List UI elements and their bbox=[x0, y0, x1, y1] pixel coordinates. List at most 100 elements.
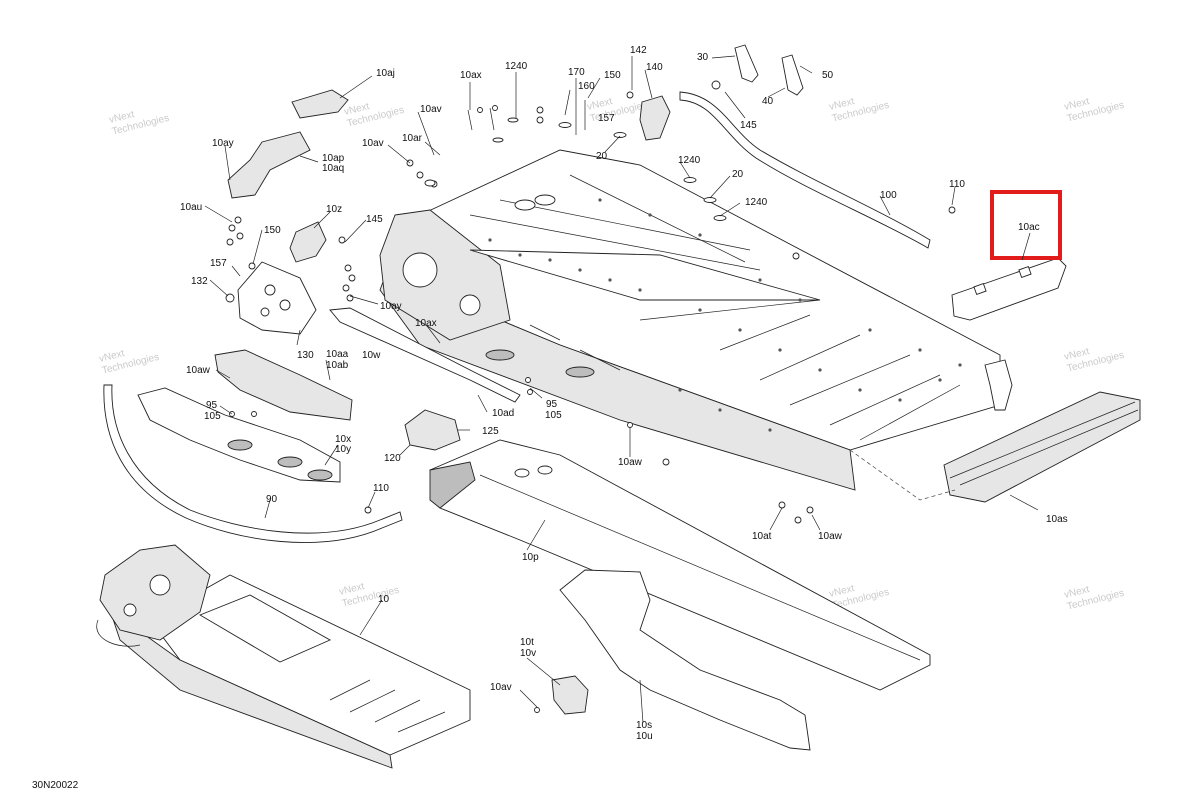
callout-10ad: 10ad bbox=[492, 408, 514, 419]
callout-10ay: 10ay bbox=[212, 138, 234, 149]
callout-10t: 10t bbox=[520, 637, 534, 648]
rear-bracket bbox=[984, 359, 1013, 411]
callout-10v: 10v bbox=[520, 648, 536, 659]
assembly-panel bbox=[198, 594, 332, 663]
callout-150: 150 bbox=[604, 70, 621, 81]
bracket-10t bbox=[551, 675, 589, 715]
drawing-number: 30N20022 bbox=[32, 780, 79, 791]
link-30 bbox=[734, 44, 759, 83]
watermark: vNext Technologies bbox=[338, 581, 400, 610]
plate-10p bbox=[429, 439, 931, 691]
tunnel-panel bbox=[469, 249, 821, 301]
highlight-label-10ac: 10ac bbox=[1018, 222, 1040, 233]
callout-160: 160 bbox=[578, 81, 595, 92]
callout-10ab: 10ab bbox=[326, 360, 349, 371]
watermark: vNext Technologies bbox=[828, 96, 890, 125]
watermark: vNext Technologies bbox=[1063, 96, 1125, 125]
link-40 bbox=[781, 54, 804, 96]
callout-95: 95 bbox=[546, 399, 558, 410]
callout-10s: 10s bbox=[636, 720, 652, 731]
callout-50: 50 bbox=[822, 70, 834, 81]
rear-skid-plate bbox=[429, 439, 931, 691]
callout-labels: 10aj 10ax 1240 170 150 160 142 140 157 3… bbox=[180, 45, 1068, 742]
callout-105: 105 bbox=[545, 410, 562, 421]
watermark: vNext Technologies bbox=[586, 96, 648, 125]
callout-10av: 10av bbox=[420, 104, 442, 115]
callout-140: 140 bbox=[646, 62, 663, 73]
watermark: vNext Technologies bbox=[98, 348, 160, 377]
callout-10z: 10z bbox=[326, 204, 342, 215]
callout-10aw: 10aw bbox=[186, 365, 211, 376]
callout-20: 20 bbox=[732, 169, 744, 180]
bracket-10aj bbox=[291, 89, 349, 119]
callout-10at: 10at bbox=[752, 531, 772, 542]
callout-145: 145 bbox=[740, 120, 757, 131]
watermark: vNext Technologies bbox=[1063, 346, 1125, 375]
bracket-10ap bbox=[227, 131, 311, 199]
callout-110: 110 bbox=[373, 483, 389, 494]
bracket-10s bbox=[559, 569, 811, 751]
callout-10u: 10u bbox=[636, 731, 653, 742]
callout-10av: 10av bbox=[490, 682, 512, 693]
rail-10as bbox=[943, 391, 1141, 503]
callout-170: 170 bbox=[568, 67, 585, 78]
callout-130: 130 bbox=[297, 350, 314, 361]
watermark: vNext Technologies bbox=[108, 109, 170, 138]
lower-frame-bracket bbox=[551, 569, 811, 751]
rivet-holes bbox=[488, 198, 962, 432]
callout-10y: 10y bbox=[335, 444, 351, 455]
bracket-140 bbox=[639, 95, 671, 141]
callout-10as: 10as bbox=[1046, 514, 1068, 525]
bracket-130 bbox=[237, 261, 317, 335]
callout-150: 150 bbox=[264, 225, 281, 236]
rail-10w bbox=[329, 307, 521, 403]
callout-10aj: 10aj bbox=[376, 68, 395, 79]
callout-90: 90 bbox=[266, 494, 278, 505]
callout-100: 100 bbox=[880, 190, 897, 201]
callout-105: 105 bbox=[204, 411, 221, 422]
top-hardware bbox=[424, 44, 804, 221]
callout-157: 157 bbox=[210, 258, 227, 269]
callout-10au: 10au bbox=[180, 202, 202, 213]
complete-chassis-assembly bbox=[96, 544, 471, 769]
callout-40: 40 bbox=[762, 96, 774, 107]
frame-opening bbox=[459, 294, 481, 316]
callout-157: 157 bbox=[598, 113, 615, 124]
callout-10ax: 10ax bbox=[415, 318, 437, 329]
highlight-box-10ac bbox=[990, 190, 1062, 260]
callout-142: 142 bbox=[630, 45, 647, 56]
step-120 bbox=[404, 409, 461, 451]
callout-10aq: 10aq bbox=[322, 163, 344, 174]
callout-10aw: 10aw bbox=[618, 457, 643, 468]
callout-95: 95 bbox=[206, 400, 218, 411]
callout-10av: 10av bbox=[362, 138, 384, 149]
frame-opening bbox=[402, 252, 438, 288]
tube-100 bbox=[679, 91, 931, 249]
callout-110: 110 bbox=[949, 179, 965, 190]
callout-30: 30 bbox=[697, 52, 709, 63]
callout-1240: 1240 bbox=[745, 197, 768, 208]
callout-10aa: 10aa bbox=[326, 349, 349, 360]
front-left-brackets bbox=[137, 80, 956, 713]
tube-90 bbox=[103, 384, 403, 543]
tubes bbox=[103, 91, 931, 543]
watermark: vNext Technologies bbox=[343, 101, 405, 130]
callout-1240: 1240 bbox=[505, 61, 528, 72]
callout-10: 10 bbox=[378, 594, 390, 605]
callout-20: 20 bbox=[596, 151, 608, 162]
callout-132: 132 bbox=[191, 276, 208, 287]
callout-125: 125 bbox=[482, 426, 499, 437]
leader-lines bbox=[204, 55, 1039, 724]
main-tunnel-assembly bbox=[379, 149, 1013, 491]
callout-10x: 10x bbox=[335, 434, 351, 445]
callout-10ap: 10ap bbox=[322, 153, 345, 164]
callout-10ar: 10ar bbox=[402, 133, 423, 144]
callout-10ax: 10ax bbox=[460, 70, 482, 81]
bracket-10aa bbox=[214, 349, 353, 421]
callout-10ay: 10ay bbox=[380, 301, 402, 312]
callout-10aw: 10aw bbox=[818, 531, 843, 542]
callout-120: 120 bbox=[384, 453, 401, 464]
callout-10p: 10p bbox=[522, 552, 539, 563]
rail-10ac bbox=[951, 257, 1067, 321]
